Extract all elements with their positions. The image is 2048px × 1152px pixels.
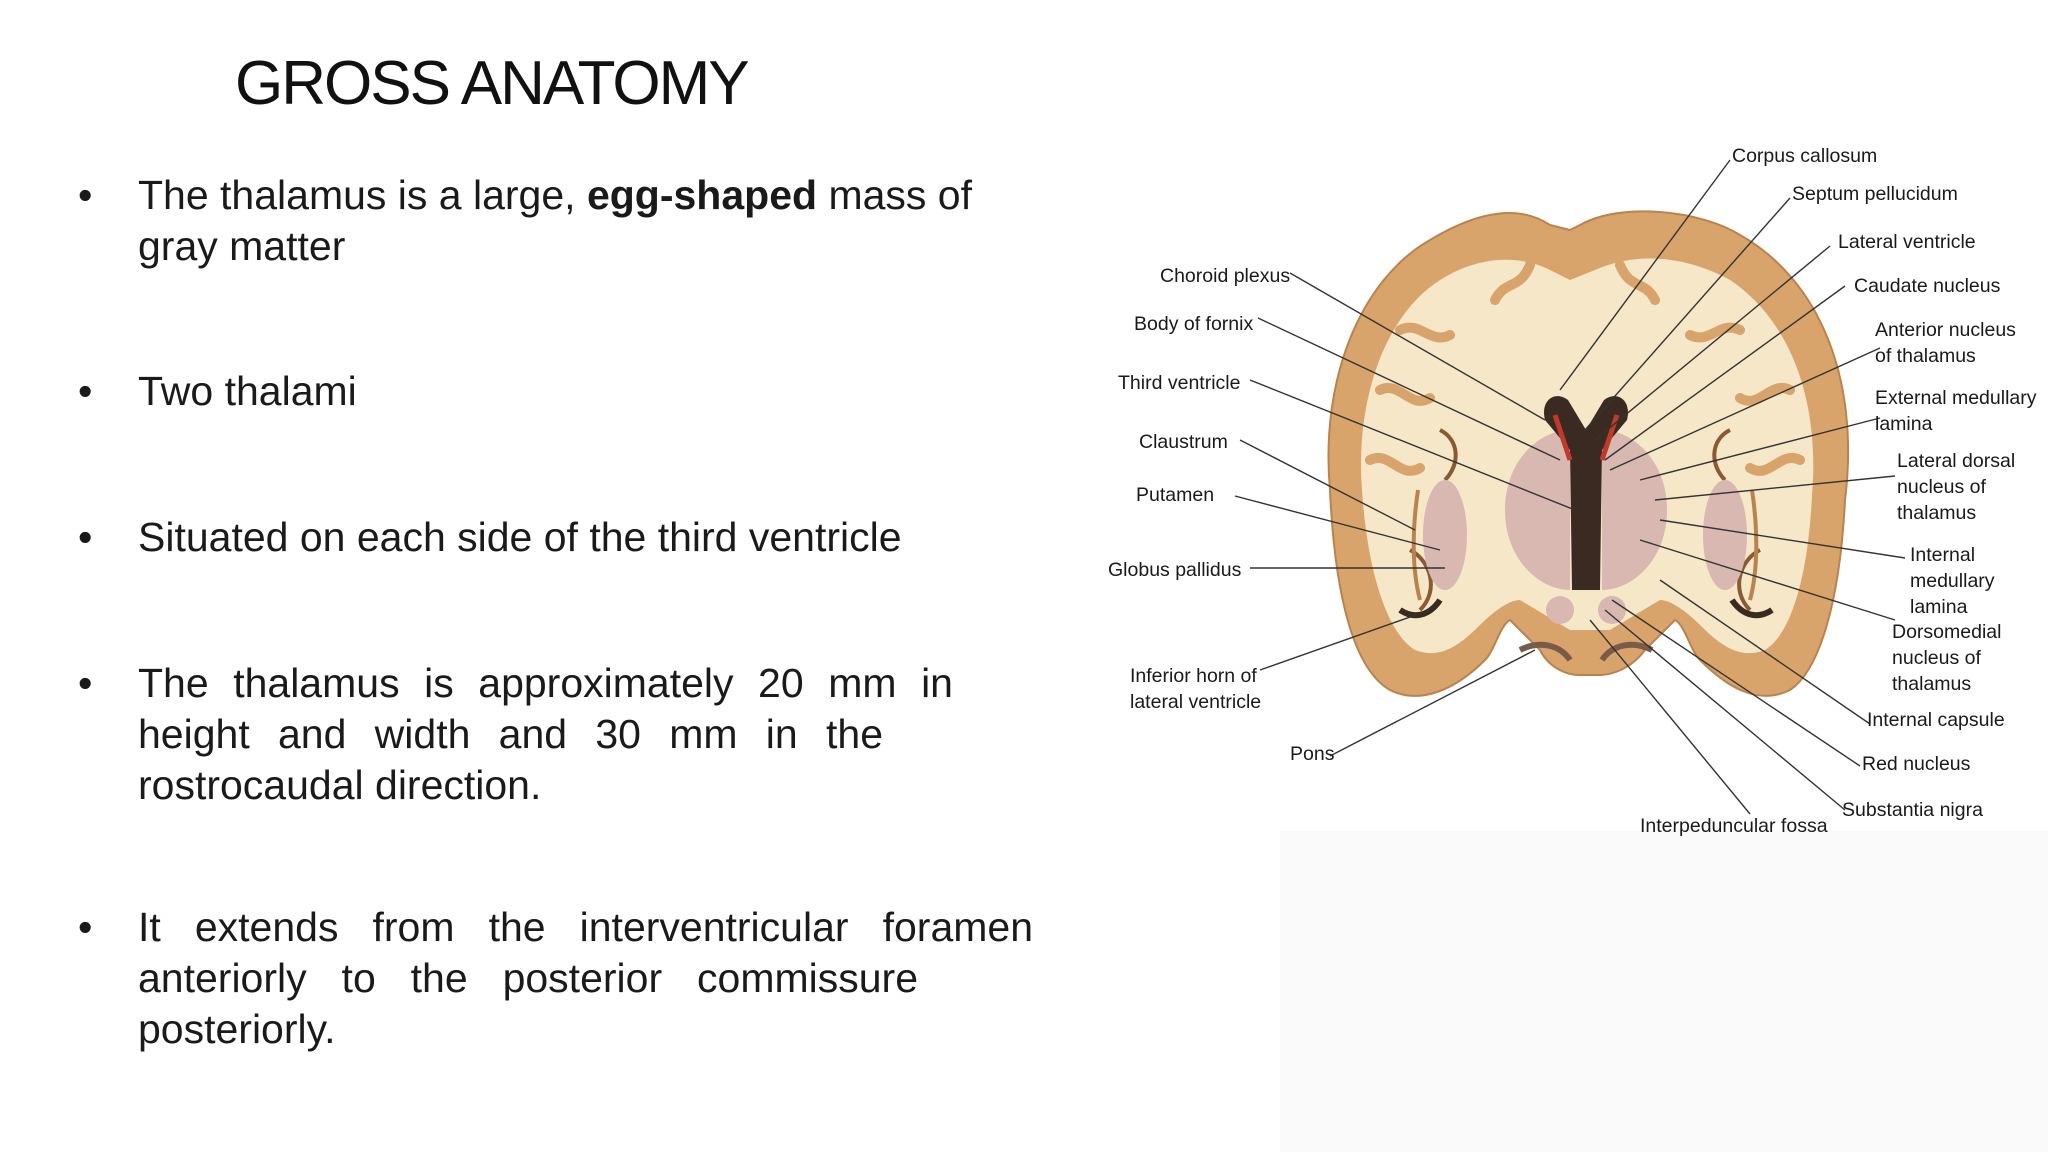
left-red-nucleus xyxy=(1546,596,1574,624)
right-red-nucleus xyxy=(1598,596,1626,624)
bullet-text-line: gray matter xyxy=(138,223,346,269)
bullet-text-line: The thalamus is approximately 20 mm in xyxy=(138,660,953,706)
substantia-nigra xyxy=(1518,641,1654,662)
label-interpeduncular-fossa: Interpeduncular fossa xyxy=(1640,815,1828,837)
label-substantia-nigra: Substantia nigra xyxy=(1842,799,1983,821)
left-claustrum xyxy=(1411,489,1422,601)
bullet-text: The thalamus is approximately 20 mm in h… xyxy=(138,658,953,811)
bullet-symbol: • xyxy=(78,172,93,218)
right-thalamus xyxy=(1602,430,1667,590)
label-internal-capsule: Internal capsule xyxy=(1867,709,2005,731)
label-internal-medullary-lamina: Internal xyxy=(1910,544,1975,566)
label-putamen: Putamen xyxy=(1136,484,1214,506)
label-external-medullary-lamina: External medullary xyxy=(1875,387,2037,409)
right-claustrum xyxy=(1748,489,1759,601)
bullet-text-line: height and width and 30 mm in the xyxy=(138,711,883,757)
figure-background xyxy=(1280,830,2048,1152)
brain-coronal-section-figure: Corpus callosum Septum pellucidum Latera… xyxy=(1100,130,2048,1152)
brain-section xyxy=(1327,210,1849,697)
left-lentiform-nucleus xyxy=(1423,480,1467,590)
label-dorsomedial-nucleus: Dorsomedial xyxy=(1892,621,2001,643)
label-caudate-nucleus: Caudate nucleus xyxy=(1854,275,2001,297)
bullet-text: Two thalami xyxy=(138,368,357,414)
leader-lines xyxy=(1234,159,1906,815)
slide-title: GROSS ANATOMY xyxy=(235,49,750,118)
label-lateral-dorsal-nucleus: thalamus xyxy=(1897,502,1976,524)
label-corpus-callosum: Corpus callosum xyxy=(1732,145,1877,167)
label-claustrum: Claustrum xyxy=(1139,431,1228,453)
bullet-text-line: It extends from the interventricular for… xyxy=(138,904,1033,950)
label-lateral-dorsal-nucleus: nucleus of xyxy=(1897,476,1986,498)
label-third-ventricle: Third ventricle xyxy=(1118,372,1240,394)
label-dorsomedial-nucleus: thalamus xyxy=(1892,673,1971,695)
label-anterior-nucleus: of thalamus xyxy=(1875,345,1976,367)
bullet-symbol: • xyxy=(78,660,93,706)
label-pons: Pons xyxy=(1290,743,1335,765)
bullet-symbol: • xyxy=(78,514,93,560)
bullet-text-part: The thalamus is a large, xyxy=(138,172,587,218)
figure-labels: Corpus callosum Septum pellucidum Latera… xyxy=(1108,145,2037,837)
bullet-symbol: • xyxy=(78,368,93,414)
label-internal-medullary-lamina: medullary xyxy=(1910,570,1995,592)
choroid-plexus xyxy=(1552,414,1620,461)
bullet-text: The thalamus is a large, egg-shaped mass… xyxy=(138,170,1033,272)
label-septum-pellucidum: Septum pellucidum xyxy=(1792,183,1958,205)
bullet-text: Situated on each side of the third ventr… xyxy=(138,514,902,560)
label-inferior-horn: Inferior horn of xyxy=(1130,665,1257,687)
bullet-symbol: • xyxy=(78,904,93,950)
sulci xyxy=(1408,428,1762,612)
label-lateral-ventricle: Lateral ventricle xyxy=(1838,231,1976,253)
label-choroid-plexus: Choroid plexus xyxy=(1160,265,1290,287)
label-body-of-fornix: Body of fornix xyxy=(1134,313,1253,335)
label-inferior-horn: lateral ventricle xyxy=(1130,691,1261,713)
bullet-text-line: posteriorly. xyxy=(138,1006,336,1052)
right-inferior-horn xyxy=(1729,598,1774,619)
bullet-text-bold: egg-shaped xyxy=(586,172,818,218)
bullet-text-line: anteriorly to the posterior commissure xyxy=(138,955,918,1001)
label-red-nucleus: Red nucleus xyxy=(1862,753,1971,775)
label-globus-pallidus: Globus pallidus xyxy=(1108,559,1242,581)
label-internal-medullary-lamina: lamina xyxy=(1910,596,1968,618)
bullet-text-line: rostrocaudal direction. xyxy=(138,762,542,808)
left-inferior-horn xyxy=(1398,598,1443,619)
left-thalamus xyxy=(1505,430,1570,590)
label-dorsomedial-nucleus: nucleus of xyxy=(1892,647,1981,669)
bullet-text-part: mass of xyxy=(817,172,972,218)
bullet-text: It extends from the interventricular for… xyxy=(138,902,1033,1055)
label-anterior-nucleus: Anterior nucleus xyxy=(1875,319,2016,341)
label-lateral-dorsal-nucleus: Lateral dorsal xyxy=(1897,450,2015,472)
ventricles xyxy=(1544,396,1628,590)
brain-section-illustration: Corpus callosum Septum pellucidum Latera… xyxy=(1108,145,2048,1152)
label-external-medullary-lamina: lamina xyxy=(1875,413,1933,435)
right-lentiform-nucleus xyxy=(1703,480,1747,590)
